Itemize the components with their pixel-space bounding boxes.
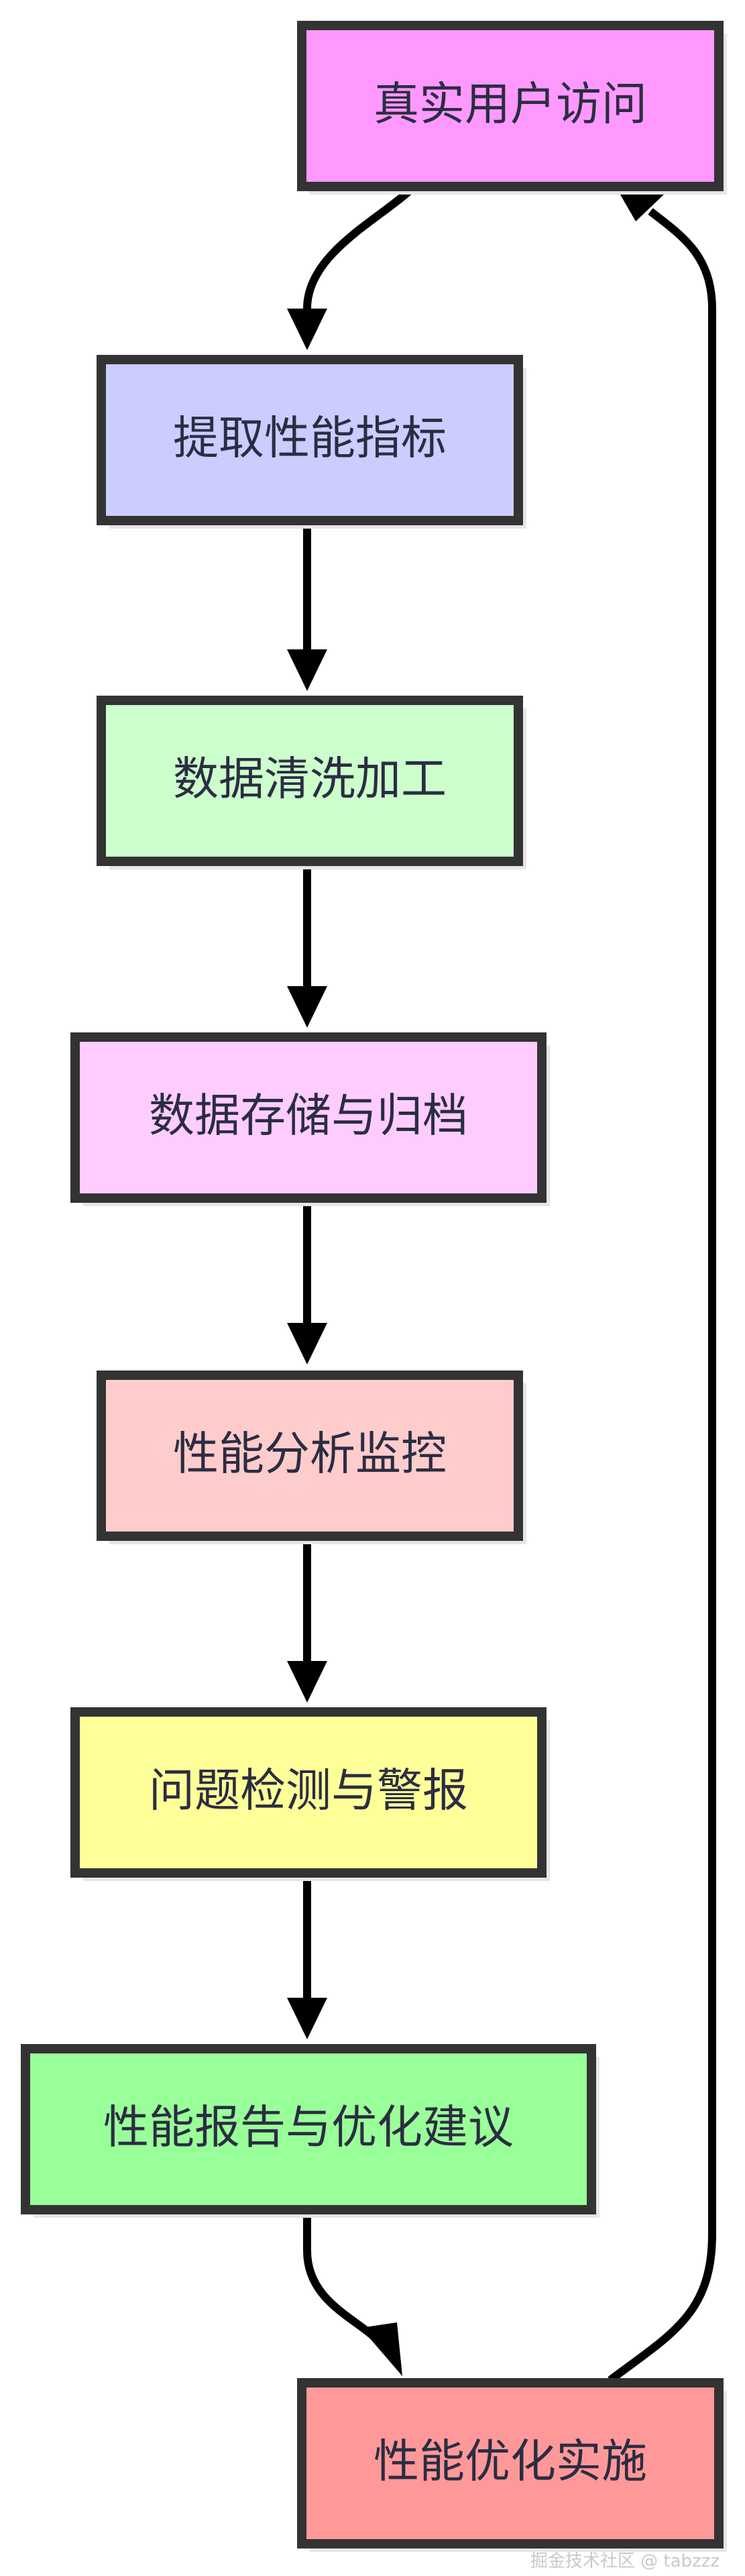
- node-box: [70, 1707, 547, 1878]
- node-box: [21, 2044, 596, 2214]
- node-data-cleaning: 数据清洗加工: [97, 696, 526, 869]
- nodes: 真实用户访问 提取性能指标 数据清洗加工 数据存储与归档 性能分析监控: [21, 21, 727, 2552]
- node-box: [70, 1032, 547, 1203]
- node-label: 性能优化实施: [374, 2436, 647, 2489]
- node-label: 问题检测与警报: [149, 1765, 468, 1818]
- arrowhead-8: [616, 186, 664, 221]
- node-box: [97, 355, 523, 525]
- node-label: 数据存储与归档: [149, 1090, 468, 1143]
- node-data-storage: 数据存储与归档: [70, 1032, 550, 1206]
- node-real-user-visit: 真实用户访问: [297, 21, 727, 195]
- node-box: [97, 696, 523, 866]
- node-issue-detection: 问题检测与警报: [70, 1707, 550, 1881]
- edges: [287, 186, 716, 2383]
- arrowhead-6: [287, 1998, 327, 2039]
- arrowhead-3: [287, 986, 327, 1028]
- node-label: 数据清洗加工: [173, 753, 447, 806]
- arrowhead-5: [287, 1661, 327, 1703]
- node-perf-report: 性能报告与优化建议: [21, 2044, 599, 2218]
- node-label: 性能分析监控: [173, 1428, 447, 1481]
- edge-perf-report-to-perf-implement: [303, 2214, 382, 2345]
- node-perf-implement: 性能优化实施: [297, 2378, 727, 2552]
- watermark: 掘金技术社区 @ tabzzz: [530, 2551, 720, 2571]
- node-box: [297, 2378, 724, 2548]
- node-label: 提取性能指标: [173, 413, 447, 466]
- node-perf-analysis: 性能分析监控: [97, 1371, 526, 1544]
- arrowhead-1: [287, 309, 327, 350]
- node-extract-metrics: 提取性能指标: [97, 355, 526, 529]
- edge-real-user-visit-to-extract-metrics: [303, 188, 412, 309]
- arrowhead-2: [287, 649, 327, 691]
- node-label: 真实用户访问: [374, 78, 647, 131]
- node-box: [297, 21, 724, 191]
- arrowhead-4: [287, 1323, 327, 1364]
- arrowhead-7: [361, 2322, 402, 2376]
- edge-perf-implement-to-real-user-visit: [608, 208, 716, 2383]
- node-label: 性能报告与优化建议: [103, 2102, 514, 2155]
- node-box: [97, 1371, 523, 1541]
